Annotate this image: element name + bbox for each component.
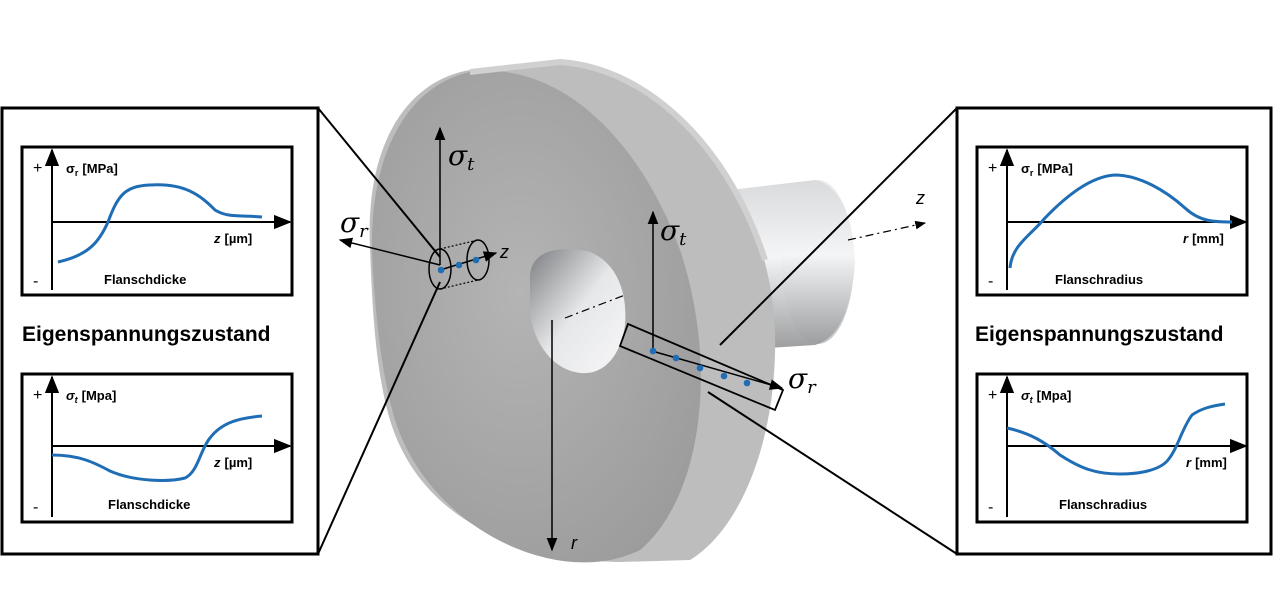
right-plot-sr-curve bbox=[1008, 173, 1233, 269]
left-plot-sr-caption: Flanschdicke bbox=[104, 272, 186, 287]
left-sigma-r-label: σr bbox=[340, 206, 369, 242]
left-z-arrow bbox=[439, 251, 498, 271]
right-measurement-bar: σt σr bbox=[618, 210, 817, 412]
left-plot-sr-plus: + bbox=[33, 160, 42, 177]
right-panel-frame bbox=[955, 106, 1273, 556]
right-plot-sr-minus: - bbox=[988, 273, 993, 290]
left-measure-point bbox=[455, 261, 463, 269]
right-measure-point bbox=[743, 379, 751, 387]
flange-disk bbox=[369, 58, 776, 563]
left-plot-sr-minus: - bbox=[33, 273, 38, 290]
r-axis-label: r bbox=[571, 533, 578, 553]
z-axis-arrow bbox=[847, 220, 927, 241]
center-hole bbox=[529, 249, 626, 374]
right-plot-sr-ylabel: σr[MPa] bbox=[1021, 161, 1073, 178]
left-plot-st-plus: + bbox=[33, 387, 42, 404]
right-plot-st-curve bbox=[1006, 402, 1226, 476]
right-sigma-t-label: σt bbox=[660, 214, 687, 250]
left-plot-st-frame bbox=[20, 372, 294, 524]
right-plot-sr-plus: + bbox=[988, 160, 997, 177]
right-heading: Eigenspannungszustand bbox=[975, 323, 1224, 346]
left-plot-st-ylabel: σt[Mpa] bbox=[66, 388, 116, 405]
right-plot-st-frame bbox=[975, 372, 1249, 524]
right-panel: + - σr[MPa] r[mm] Flanschradius Eigenspa… bbox=[707, 106, 1273, 556]
right-plot-sr: + - σr[MPa] r[mm] Flanschradius bbox=[975, 145, 1249, 297]
left-panel-frame bbox=[0, 106, 320, 556]
right-plot-sr-caption: Flanschradius bbox=[1055, 272, 1143, 287]
right-bar-outline bbox=[618, 322, 785, 412]
right-sigma-r-label: σr bbox=[788, 362, 817, 398]
right-measure-point bbox=[649, 347, 657, 355]
left-measurement-cylinder: σt σr z bbox=[338, 126, 509, 290]
right-plot-st-xlabel: r[mm] bbox=[1186, 455, 1227, 470]
left-panel: + - σr[MPa] z[µm] Flanschdicke Eigenspan… bbox=[0, 106, 441, 556]
z-axis-label: z bbox=[915, 188, 925, 208]
left-plot-st-curve bbox=[51, 414, 263, 482]
left-plot-sr: + - σr[MPa] z[µm] Flanschdicke bbox=[20, 145, 294, 297]
right-connector-top bbox=[719, 107, 958, 346]
left-plot-st-xlabel: z[µm] bbox=[213, 455, 252, 470]
left-plot-sr-xlabel: z[µm] bbox=[213, 231, 252, 246]
left-plot-sr-curve bbox=[57, 183, 263, 264]
left-sigma-t-label: σt bbox=[448, 139, 475, 175]
left-connector-bottom bbox=[317, 281, 441, 555]
right-plot-st-caption: Flanschradius bbox=[1059, 497, 1147, 512]
left-plot-sr-ylabel: σr[MPa] bbox=[66, 161, 118, 178]
right-connector-bottom bbox=[707, 391, 958, 555]
right-plot-st-minus: - bbox=[988, 499, 993, 516]
left-plot-st: + - σt[Mpa] z[µm] Flanschdicke bbox=[20, 372, 294, 524]
left-sigma-r-arrow bbox=[338, 237, 441, 266]
left-connector-top bbox=[317, 107, 441, 258]
left-measure-point bbox=[437, 266, 445, 274]
left-measure-point bbox=[472, 256, 480, 264]
left-z-label: z bbox=[499, 242, 509, 262]
right-measure-point bbox=[720, 372, 728, 380]
center-axes: z r bbox=[546, 188, 927, 553]
left-heading: Eigenspannungszustand bbox=[22, 323, 271, 346]
right-plot-sr-xlabel: r[mm] bbox=[1183, 231, 1224, 246]
right-plot-st: + - σt[Mpa] r[mm] Flanschradius bbox=[975, 372, 1249, 524]
right-measure-point bbox=[672, 354, 680, 362]
left-plot-st-caption: Flanschdicke bbox=[108, 497, 190, 512]
right-measure-point bbox=[696, 364, 704, 372]
left-plot-st-minus: - bbox=[33, 499, 38, 516]
right-plot-st-ylabel: σt[Mpa] bbox=[1021, 388, 1071, 405]
right-plot-st-plus: + bbox=[988, 387, 997, 404]
